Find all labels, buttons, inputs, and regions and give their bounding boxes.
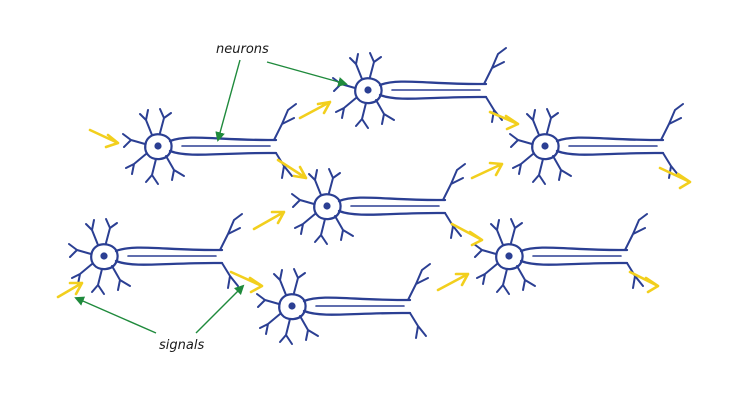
neuron-left-upper [121, 102, 298, 186]
signal-arrow [628, 270, 660, 294]
signal-arrow [436, 272, 470, 292]
neuron-top-center [331, 46, 508, 130]
signal-arrow [488, 110, 520, 131]
neurons-label: neurons [216, 42, 269, 57]
signal-arrow [88, 128, 120, 149]
signal-arrow [470, 161, 504, 180]
pointer-signals-left [74, 296, 157, 334]
signal-arrow [276, 158, 308, 180]
signals-label: signals [159, 338, 205, 353]
neuron-center [290, 162, 467, 246]
signal-arrow [229, 270, 264, 294]
pointer-signals-right [195, 284, 245, 334]
signal-arrow [658, 166, 692, 190]
signal-arrow [252, 210, 286, 231]
neuron-right-lower [472, 212, 649, 296]
signal-arrow [298, 100, 332, 120]
neuron-bottom-center [255, 262, 432, 346]
signal-arrow [450, 222, 484, 247]
pointer-neurons-left [215, 59, 241, 142]
neuron-right-upper [508, 102, 685, 186]
neuron-left-lower [67, 212, 244, 296]
pointer-neurons-right [266, 61, 348, 87]
signal-arrow [56, 281, 84, 299]
